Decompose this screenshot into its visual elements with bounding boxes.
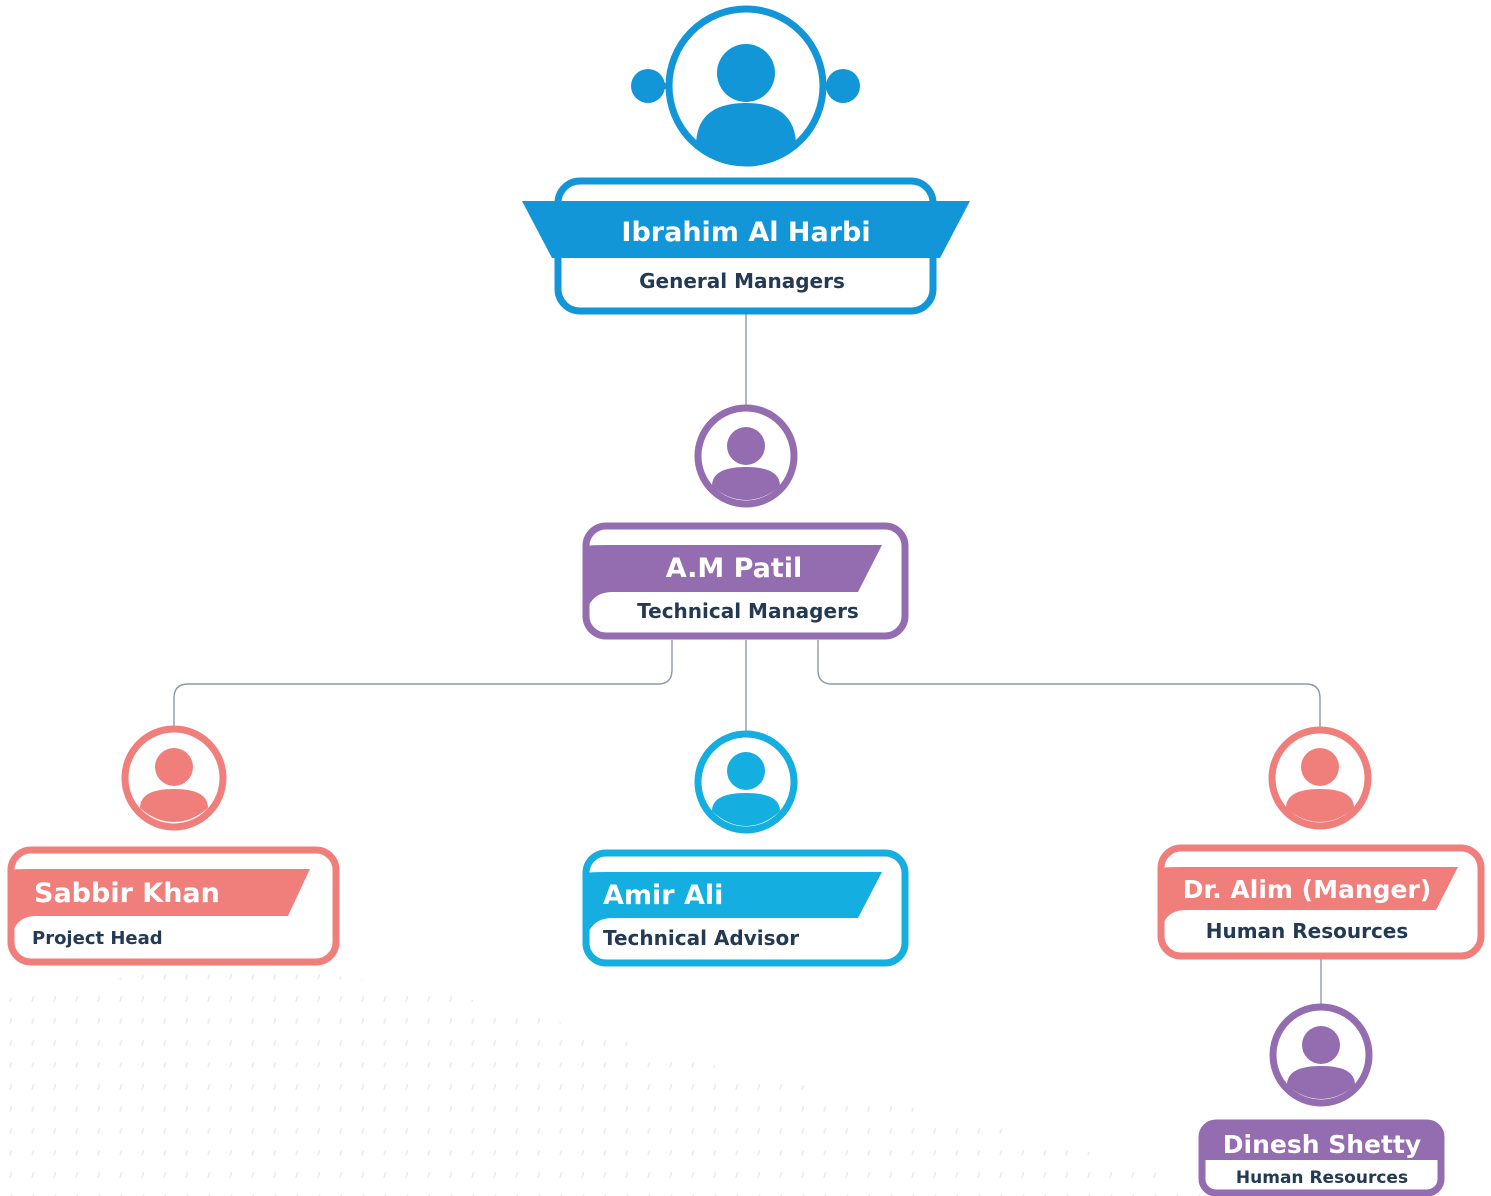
node-name: Dinesh Shetty xyxy=(1223,1130,1421,1159)
node-name: A.M Patil xyxy=(666,553,803,584)
person-silhouette-icon xyxy=(631,5,860,167)
node-role: Technical Managers xyxy=(637,599,859,623)
node-technical-manager: A.M Patil Technical Managers xyxy=(582,404,909,640)
node-role: Human Resources xyxy=(1206,919,1409,943)
node-hr-manager: Dr. Alim (Manger) Human Resources xyxy=(1157,726,1485,960)
node-role: General Managers xyxy=(639,269,845,293)
node-name: Dr. Alim (Manger) xyxy=(1183,875,1432,904)
person-silhouette-icon xyxy=(694,404,798,508)
person-silhouette-icon xyxy=(1268,726,1372,830)
person-silhouette-icon xyxy=(1269,1003,1373,1107)
person-silhouette-icon xyxy=(121,725,227,831)
connector-tm-to-hr-manager xyxy=(817,640,1321,727)
node-project-head: Sabbir Khan Project Head xyxy=(7,725,340,966)
background-texture xyxy=(0,970,1220,1196)
node-name: Ibrahim Al Harbi xyxy=(621,217,870,248)
node-general-manager: Ibrahim Al Harbi General Managers xyxy=(522,5,970,315)
node-technical-advisor: Amir Ali Technical Advisor xyxy=(582,730,909,967)
person-silhouette-icon xyxy=(694,730,798,834)
node-role: Human Resources xyxy=(1236,1168,1408,1188)
connector-tm-to-project-head xyxy=(173,640,673,727)
node-role: Project Head xyxy=(32,928,163,949)
node-name: Amir Ali xyxy=(603,880,723,911)
node-hr-staff: Dinesh Shetty Human Resources xyxy=(1198,1003,1445,1196)
connector-lines xyxy=(173,312,1322,1005)
node-role: Technical Advisor xyxy=(603,926,799,950)
node-name: Sabbir Khan xyxy=(34,878,220,909)
